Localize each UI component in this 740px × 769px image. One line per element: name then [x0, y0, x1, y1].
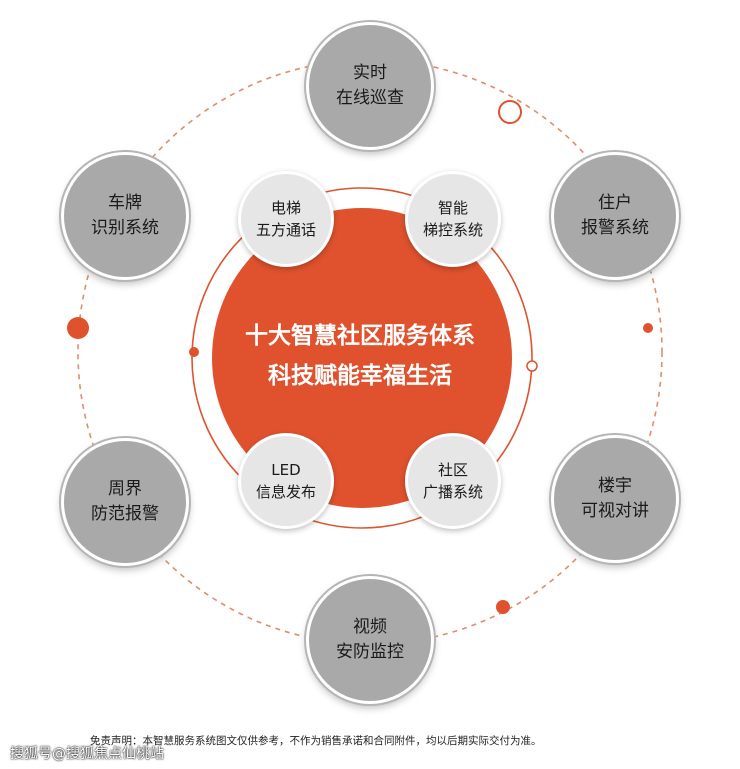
node-line1: 车牌	[108, 193, 142, 213]
ring-dot-bottom-right	[496, 600, 510, 614]
ring-dot-right	[643, 323, 653, 333]
node-line1: 社区	[437, 461, 468, 479]
node-line2: 识别系统	[91, 218, 159, 238]
node-line1: 视频	[353, 617, 387, 637]
node-realtime-patrol: 实时 在线巡查	[306, 22, 434, 150]
center-title-line2: 科技赋能幸福生活	[268, 363, 452, 389]
inner-ring-dot-right-hollow	[526, 360, 538, 372]
node-line1: 住户	[598, 193, 632, 213]
disclaimer-text: 免责声明：本智慧服务系统图文仅供参考，不作为销售承诺和合同附件，均以后期实际交付…	[90, 735, 542, 747]
node-line1: 周界	[108, 479, 142, 499]
node-line1: 实时	[353, 63, 387, 83]
node-line2: 防范报警	[91, 504, 159, 524]
node-elevator-control: 智能 梯控系统	[405, 171, 501, 267]
node-line2: 报警系统	[581, 218, 649, 238]
node-line2: 安防监控	[336, 642, 404, 662]
ring-dot-left	[67, 317, 89, 339]
node-elevator-call: 电梯 五方通话	[238, 171, 334, 267]
node-line2: 在线巡查	[336, 88, 404, 108]
node-resident-alarm: 住户 报警系统	[551, 152, 679, 280]
node-line2: 广播系统	[422, 483, 483, 501]
node-video-surveillance: 视频 安防监控	[306, 576, 434, 704]
outer-dashed-ring	[77, 59, 663, 645]
watermark-text: 搜狐号@搜狐焦点仙桃站	[10, 746, 164, 762]
center-title-line1: 十大智慧社区服务体系	[245, 323, 475, 349]
node-community-broadcast: 社区 广播系统	[405, 433, 501, 529]
node-line2: 五方通话	[255, 221, 316, 239]
node-line1: 楼宇	[598, 476, 632, 496]
node-building-intercom: 楼宇 可视对讲	[551, 435, 679, 563]
center-title: 十大智慧社区服务体系 科技赋能幸福生活	[210, 316, 510, 396]
node-line1: 智能	[437, 199, 468, 217]
node-plate-recognition: 车牌 识别系统	[61, 152, 189, 280]
node-line2: 梯控系统	[422, 221, 483, 239]
node-line2: 可视对讲	[581, 501, 649, 521]
node-line1: LED	[271, 461, 301, 479]
node-led-info: LED 信息发布	[238, 433, 334, 529]
inner-ring-dot-left	[189, 347, 199, 357]
ring-dot-hollow-top	[498, 100, 522, 124]
inner-thin-ring	[191, 187, 533, 529]
node-line1: 电梯	[270, 199, 301, 217]
node-perimeter-alarm: 周界 防范报警	[61, 438, 189, 566]
node-line2: 信息发布	[255, 483, 316, 501]
